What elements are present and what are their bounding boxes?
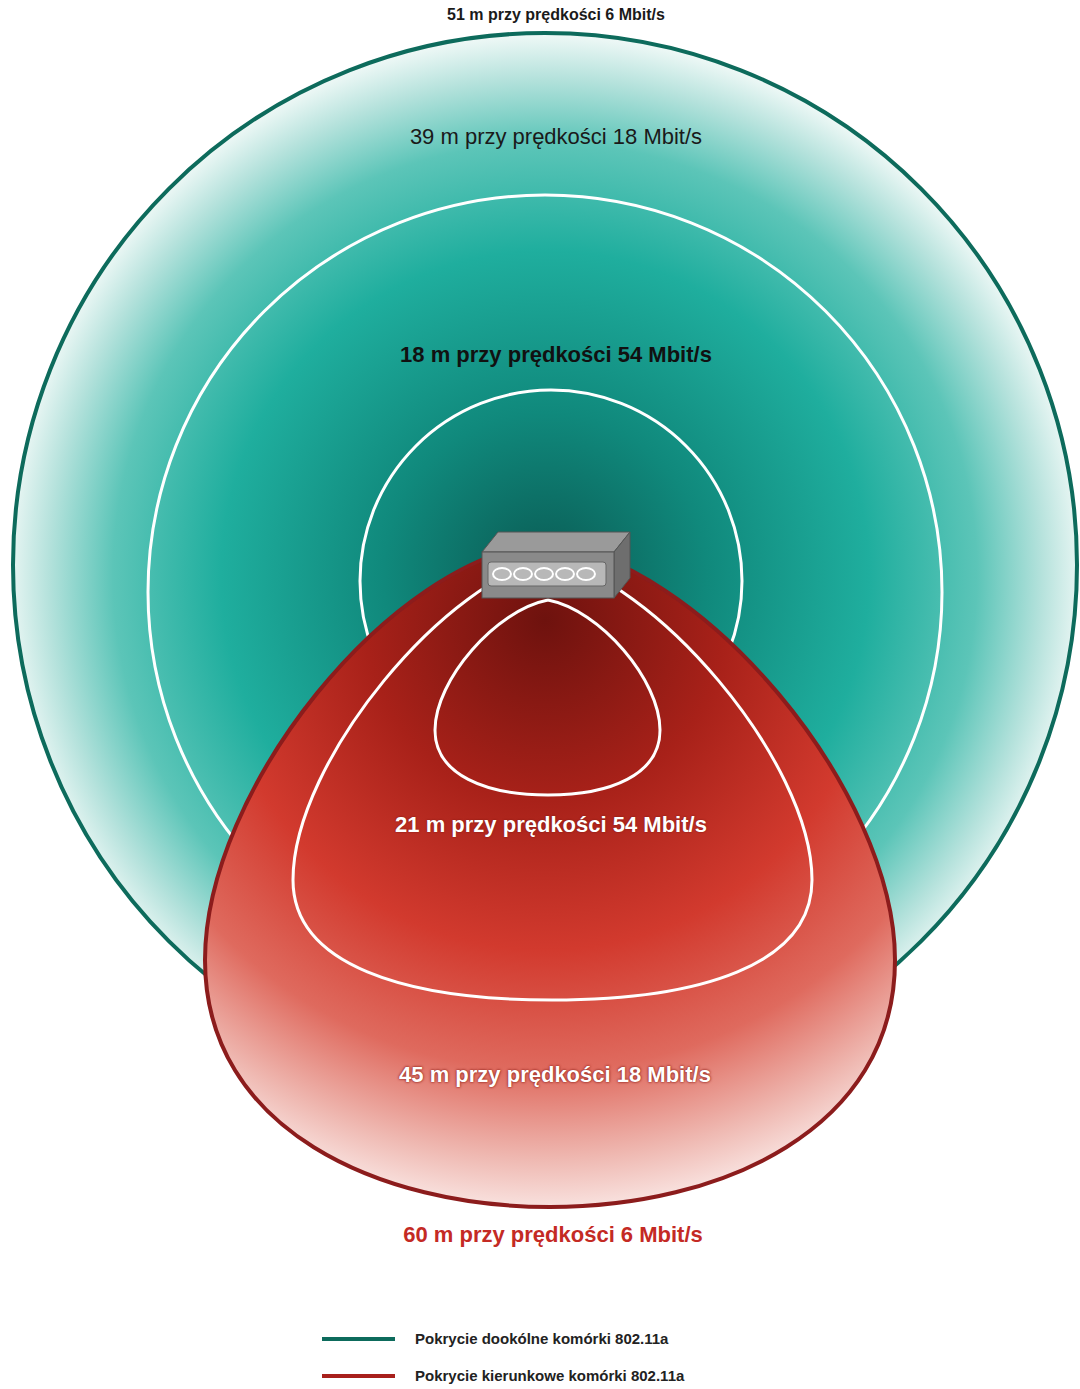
device-side [614, 532, 630, 598]
device-top [482, 532, 630, 552]
coverage-contour [293, 560, 812, 1000]
antenna-symbols [493, 568, 595, 580]
legend-text: Pokrycie dookólne komórki 802.11a [415, 1330, 668, 1347]
legend-text: Pokrycie kierunkowe komórki 802.11a [415, 1367, 684, 1384]
legend-samples [322, 1339, 395, 1376]
range-label-wrap: 18 m przy prędkości 54 Mbit/s [400, 342, 712, 367]
range-label-wrap: 39 m przy prędkości 18 Mbit/s [410, 124, 702, 149]
range-label: 21 m przy prędkości 54 Mbit/s [395, 812, 707, 837]
directional-coverage-lobe: 21 m przy prędkości 54 Mbit/s 45 m przy p… [205, 543, 895, 1207]
coverage-outline [435, 600, 660, 795]
coverage-contour [205, 543, 895, 1207]
device-panel [488, 562, 606, 586]
range-label: 18 m przy prędkości 54 Mbit/s [400, 342, 712, 367]
range-label-wrap: 51 m przy prędkości 6 Mbit/s [447, 6, 665, 24]
legend-line-sample [322, 1374, 395, 1378]
range-label-wrap: 60 m przy prędkości 6 Mbit/s [403, 1222, 703, 1247]
range-label: 60 m przy prędkości 6 Mbit/s [403, 1222, 703, 1247]
coverage-outline [293, 560, 812, 1000]
access-point [482, 532, 630, 598]
legend-line-sample [322, 1337, 395, 1341]
coverage-contour [435, 600, 660, 795]
legend-item: Pokrycie kierunkowe komórki 802.11a [415, 1367, 684, 1384]
range-label-wrap: 45 m przy prędkości 18 Mbit/s [399, 1062, 711, 1087]
device-front [482, 552, 614, 598]
range-label: 51 m przy prędkości 6 Mbit/s [447, 6, 665, 24]
legend-item: Pokrycie dookólne komórki 802.11a [415, 1330, 668, 1347]
range-label: 45 m przy prędkości 18 Mbit/s [399, 1062, 711, 1087]
coverage-outline [205, 543, 895, 1207]
directional-coverage-lobe: 21 m przy prędkości 54 Mbit/s [435, 600, 660, 795]
range-label-wrap: 21 m przy prędkości 54 Mbit/s [395, 812, 707, 837]
range-label: 39 m przy prędkości 18 Mbit/s [410, 124, 702, 149]
directional-coverage-lobe: 21 m przy prędkości 54 Mbit/s45 m przy p… [293, 560, 812, 1000]
